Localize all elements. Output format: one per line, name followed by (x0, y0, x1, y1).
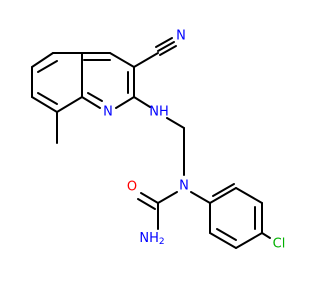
bond (209, 232, 237, 249)
bond (109, 52, 135, 68)
bond (140, 192, 159, 204)
structure-canvas: N N NH N O NH2 Cl (31, 29, 285, 252)
subscript-2: 2 (159, 237, 165, 247)
bond (157, 41, 175, 52)
bonds (31, 37, 271, 249)
chlorine-label: Cl (273, 237, 286, 252)
bond (212, 183, 235, 197)
bond (37, 60, 58, 73)
bond (37, 92, 58, 105)
bond (209, 187, 237, 204)
bond (157, 191, 178, 204)
urea-nitrogen-label: N (179, 179, 189, 194)
bond (31, 96, 58, 113)
atom-labels: N N NH N O NH2 Cl (103, 29, 285, 252)
bond (31, 52, 54, 68)
bond (235, 187, 263, 204)
bond (56, 96, 83, 113)
bond (137, 198, 156, 210)
bond (216, 228, 237, 241)
bond (133, 52, 159, 68)
bond (235, 232, 263, 249)
bond (115, 96, 135, 109)
bond (87, 92, 103, 102)
bond (159, 45, 177, 56)
bond (133, 96, 151, 108)
bond (155, 37, 173, 48)
quinoline-nitrogen-label: N (103, 105, 113, 120)
bond (261, 232, 271, 239)
bond (190, 191, 211, 204)
bond (81, 96, 101, 109)
urea-nh2-label: NH2 (139, 231, 164, 248)
amine-nh-label: NH (149, 105, 169, 120)
cyano-nitrogen-label: N (176, 29, 186, 44)
bond (166, 117, 185, 129)
urea-oxygen-label: O (127, 180, 137, 195)
